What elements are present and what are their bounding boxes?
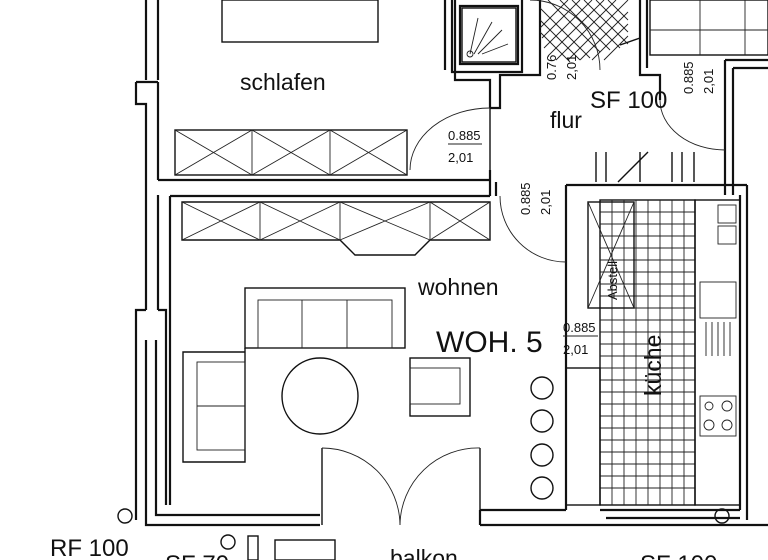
door-width-schlafen: 0.885 — [448, 128, 481, 143]
door-height-flur-right: 2,01 — [701, 69, 716, 94]
room-label-balkon: balkon — [390, 545, 458, 560]
schlafen-door — [409, 107, 491, 171]
door-width-flur-right: 0.885 — [681, 61, 696, 94]
flur-radiator — [595, 151, 695, 183]
fire-tag-sf-partial: SF 70 — [165, 551, 229, 560]
armchair — [409, 357, 471, 417]
fire-tag-sf100-bottom: SF 100 — [640, 551, 717, 560]
kitchen-counter-left — [565, 367, 601, 506]
fire-tag-rf100-left: RF 100 — [50, 535, 129, 560]
door-width-wohnen: 0.885 — [518, 182, 533, 215]
apartment-label: WOH. 5 — [436, 326, 543, 359]
door-height-kueche: 2,01 — [563, 342, 588, 357]
coffee-table — [281, 357, 359, 435]
room-label-wohnen: wohnen — [417, 274, 499, 300]
living-wardrobe — [181, 201, 491, 256]
room-label-flur: flur — [550, 107, 582, 133]
wohnen-door — [499, 195, 567, 263]
door-height-wohnen: 2,01 — [538, 190, 553, 215]
sofa — [182, 287, 406, 463]
door-width-bath: 0.76 — [544, 55, 559, 80]
door-height-schlafen: 2,01 — [448, 150, 473, 165]
walls — [134, 0, 768, 527]
bath-door-hatch — [529, 0, 629, 71]
bed — [221, 0, 379, 43]
abstell-closet — [587, 201, 635, 309]
fire-symbols — [117, 37, 730, 560]
fire-tag-sf100-top: SF 100 — [590, 87, 667, 114]
room-label-abstell: Abstell — [605, 261, 620, 300]
shower — [461, 7, 517, 63]
flur-right-door — [659, 99, 726, 151]
door-height-bath: 2,01 — [564, 55, 579, 80]
kitchen-counter — [694, 199, 741, 506]
dining-chairs — [530, 376, 554, 500]
door-width-kueche: 0.885 — [563, 320, 596, 335]
balcony-door — [321, 447, 481, 526]
room-label-schlafen: schlafen — [240, 69, 326, 95]
bedroom-wardrobe — [174, 129, 408, 176]
right-tiles — [649, 0, 768, 56]
room-label-kueche: küche — [640, 335, 666, 396]
